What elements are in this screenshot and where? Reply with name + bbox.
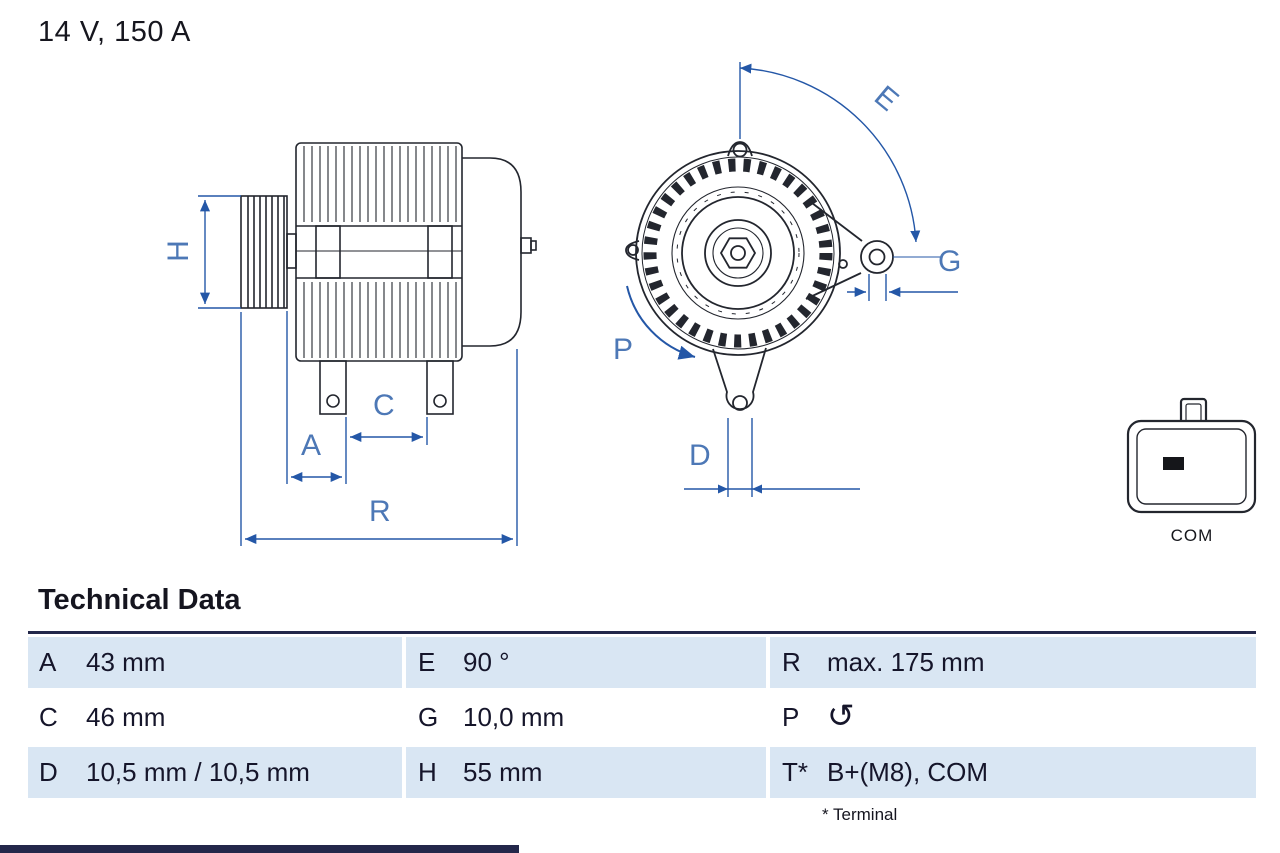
dimension-label-d: D bbox=[689, 439, 711, 472]
cell-label: D bbox=[39, 757, 58, 787]
table-cell-r: R max. 175 mm bbox=[770, 637, 1256, 688]
cell-label: E bbox=[418, 647, 436, 677]
terminal-footnote: * Terminal bbox=[822, 805, 898, 824]
cell-label: R bbox=[782, 647, 801, 677]
dimension-label-g: G bbox=[938, 245, 962, 278]
rotation-ccw-icon: ↺ bbox=[827, 697, 855, 734]
table-cell-p: P ↺ bbox=[770, 692, 1256, 743]
technical-data-table: A 43 mm E 90 ° R max. 175 mm C 46 mm bbox=[28, 631, 1256, 798]
technical-data-heading: Technical Data bbox=[38, 584, 241, 616]
cell-value: 10,5 mm / 10,5 mm bbox=[86, 757, 310, 787]
table-cell-h: H 55 mm bbox=[406, 747, 766, 798]
cell-label: P bbox=[782, 702, 800, 732]
cell-label: G bbox=[418, 702, 439, 732]
cell-value: 43 mm bbox=[86, 647, 166, 677]
table-cell-a: A 43 mm bbox=[28, 637, 402, 688]
table-cell-t: T* B+(M8), COM bbox=[770, 747, 1256, 798]
product-spec-title: 14 V, 150 A bbox=[38, 16, 191, 48]
dimension-label-r: R bbox=[369, 495, 391, 528]
connector-pin bbox=[1163, 457, 1184, 470]
cell-value: 46 mm bbox=[86, 702, 166, 732]
cell-value: max. 175 mm bbox=[827, 647, 985, 677]
table-cell-e: E 90 ° bbox=[406, 637, 766, 688]
dimension-label-p: P bbox=[613, 333, 634, 366]
table-row: C 46 mm G 10,0 mm P ↺ bbox=[28, 692, 1256, 743]
cell-label: C bbox=[39, 702, 58, 732]
cell-label: T* bbox=[782, 757, 808, 787]
cell-value: 90 ° bbox=[463, 647, 510, 677]
dimension-lines bbox=[198, 62, 958, 546]
cell-label: H bbox=[418, 757, 437, 787]
bottom-divider-bar bbox=[0, 845, 519, 853]
dimension-label-h: H bbox=[161, 240, 195, 262]
technical-data-section: Technical Data A 43 mm E 90 ° R max. 175… bbox=[28, 584, 1256, 825]
table-cell-g: G 10,0 mm bbox=[406, 692, 766, 743]
alternator-front-view-drawing bbox=[625, 141, 894, 411]
table-row: D 10,5 mm / 10,5 mm H 55 mm T* B+(M8), C… bbox=[28, 747, 1256, 798]
dimension-label-a: A bbox=[301, 429, 322, 462]
cell-value: 55 mm bbox=[463, 757, 543, 787]
table-row: A 43 mm E 90 ° R max. 175 mm bbox=[28, 637, 1256, 688]
alternator-side-view-drawing bbox=[240, 142, 537, 415]
cell-value: 10,0 mm bbox=[463, 702, 565, 732]
cell-label: A bbox=[39, 647, 57, 677]
table-cell-d: D 10,5 mm / 10,5 mm bbox=[28, 747, 402, 798]
alternator-drawings bbox=[198, 62, 1257, 546]
dimension-label-c: C bbox=[373, 389, 395, 422]
connector-com-label: COM bbox=[1170, 526, 1214, 545]
table-cell-c: C 46 mm bbox=[28, 692, 402, 743]
cell-value: B+(M8), COM bbox=[827, 757, 989, 787]
com-connector-drawing bbox=[1126, 397, 1257, 514]
